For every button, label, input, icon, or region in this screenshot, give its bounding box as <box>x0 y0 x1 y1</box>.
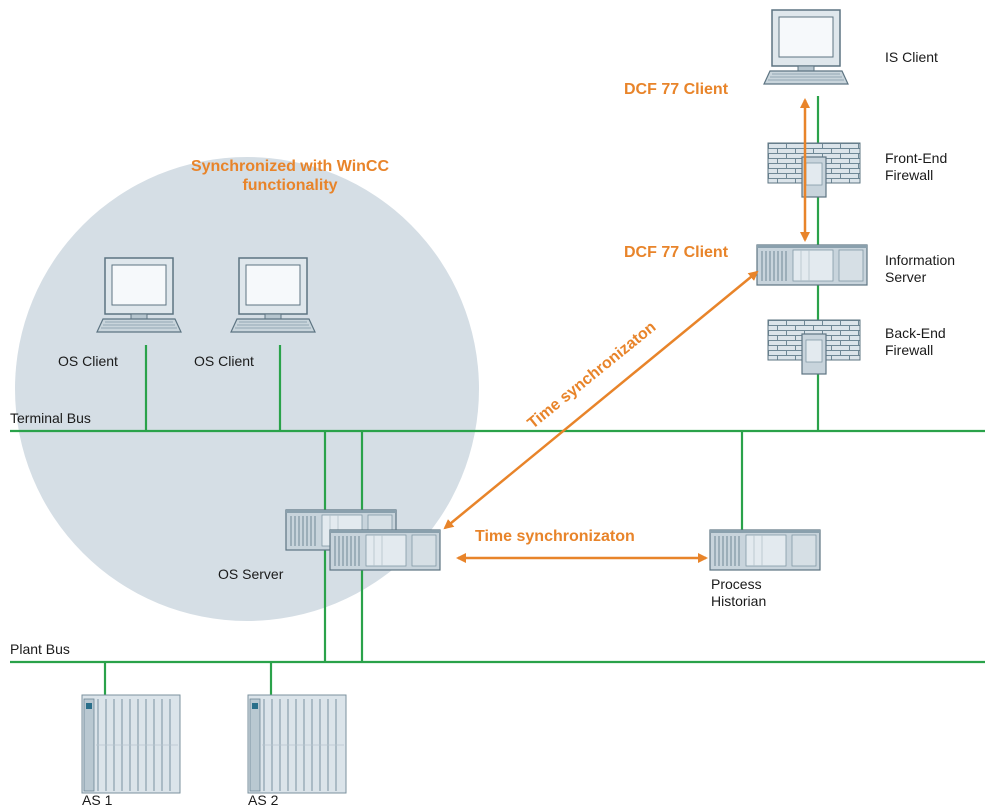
information-server-label-line1: Information <box>885 252 956 268</box>
as1-controller-icon <box>81 694 181 794</box>
front-end-firewall-label-line1: Front-End <box>885 150 948 166</box>
zone-title-line1: Synchronized with WinCC <box>190 158 390 175</box>
information-server-rack-icon <box>756 244 868 286</box>
as1-label: AS 1 <box>82 792 113 808</box>
process-historian-label: Process Historian <box>711 576 766 610</box>
process-historian-label-line2: Historian <box>711 593 767 609</box>
back-end-firewall-label-line1: Back-End <box>885 325 946 341</box>
front-end-firewall-label-line2: Firewall <box>885 167 934 183</box>
time-sync-arrow-diagonal <box>443 270 759 530</box>
back-end-firewall-label: Back-End Firewall <box>885 325 946 359</box>
zone-title-line2: functionality <box>242 177 338 194</box>
plant-bus-label: Plant Bus <box>10 641 70 657</box>
os-client-1-computer-icon <box>96 257 182 333</box>
as2-controller-icon <box>247 694 347 794</box>
os-client-2-computer-icon <box>230 257 316 333</box>
dcf-client-top-label: DCF 77 Client <box>624 81 729 98</box>
zone-title: Synchronized with WinCC functionality <box>165 157 415 195</box>
process-historian-rack-icon <box>709 529 821 571</box>
information-server-label-line2: Server <box>885 269 927 285</box>
process-historian-label-line1: Process <box>711 576 762 592</box>
is-client-label: IS Client <box>885 49 938 65</box>
os-server-rack-front-icon <box>329 529 441 571</box>
terminal-bus-label: Terminal Bus <box>10 410 91 426</box>
os-client-1-label: OS Client <box>58 353 118 369</box>
information-server-label: Information Server <box>885 252 955 286</box>
front-end-firewall-label: Front-End Firewall <box>885 150 947 184</box>
is-client-computer-icon <box>763 9 849 85</box>
os-client-2-label: OS Client <box>194 353 254 369</box>
back-end-firewall-label-line2: Firewall <box>885 342 934 358</box>
time-sync-horizontal-label: Time synchronizaton <box>475 528 635 545</box>
as2-label: AS 2 <box>248 792 279 808</box>
dcf-client-mid-label: DCF 77 Client <box>624 244 729 261</box>
back-end-firewall-icon <box>767 319 861 375</box>
os-server-label: OS Server <box>218 566 284 582</box>
front-end-firewall-icon <box>767 142 861 198</box>
